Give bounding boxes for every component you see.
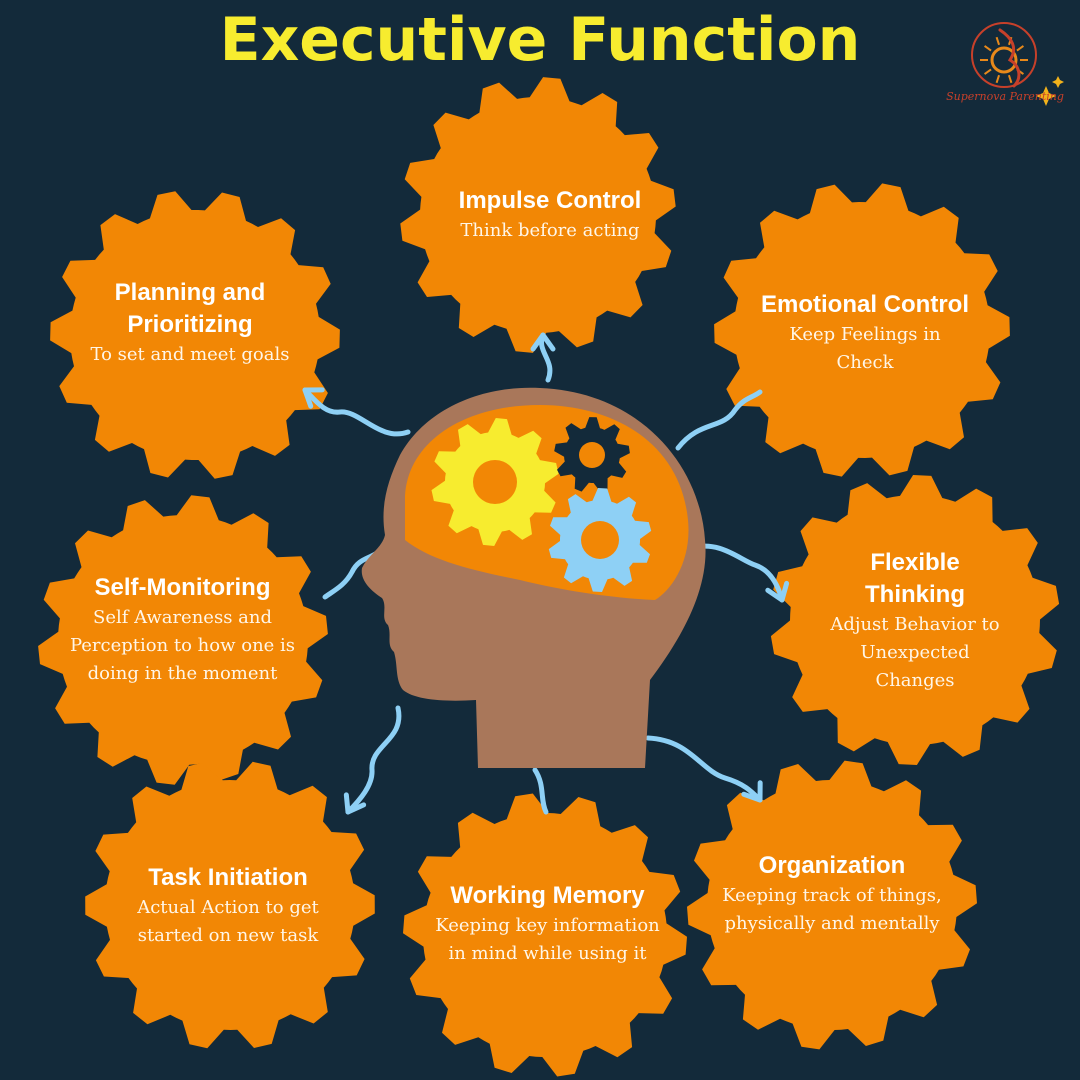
arrowhead [741, 780, 763, 803]
yellow-gear-hole [473, 460, 517, 504]
logo-ray [1016, 45, 1025, 52]
gear-working-memory [403, 793, 687, 1077]
gear-task-initiation [85, 761, 375, 1049]
gear-description: Think before acting [460, 220, 640, 241]
gear-label-working-memory: Working Memory Keeping key information i… [420, 880, 675, 968]
arrow-to-emotional [675, 389, 763, 451]
gear-label-self-monitoring: Self-Monitoring Self Awareness and Perce… [55, 572, 310, 688]
logo-icon [971, 22, 1064, 106]
arrow-to-planning [302, 387, 411, 437]
logo-ray [995, 36, 1001, 46]
arrowhead [530, 332, 556, 352]
arrow-to-impulse-head [530, 332, 556, 352]
gear-label-flexible: Flexible Thinking Adjust Behavior to Une… [830, 547, 999, 695]
page-title: Executive Function [219, 5, 861, 75]
logo-ray [983, 68, 992, 75]
logo-ray [995, 74, 1001, 84]
gear-label-planning: Planning and Prioritizing To set and mee… [65, 277, 315, 369]
gear-title: Flexible Thinking [865, 549, 965, 608]
gear-title: Task Initiation [148, 864, 308, 891]
gear-label-organization: Organization Keeping track of things, ph… [712, 850, 952, 938]
arrowhead [302, 387, 325, 409]
arrow-to-working-memory [532, 767, 549, 815]
sparkle-icon [1036, 86, 1056, 106]
arrow-to-organization-head [741, 780, 763, 803]
gear-impulse [400, 77, 676, 353]
arrow-to-planning-head [302, 387, 325, 409]
arrow-to-task-initiation-head [343, 792, 367, 815]
gear-flexible [770, 475, 1060, 765]
arrow-to-flexible-head [765, 580, 790, 603]
logo-figure [998, 28, 1021, 88]
gear-planning [50, 191, 340, 479]
gear-label-impulse: Impulse Control Think before acting [420, 185, 680, 245]
gear-label-emotional: Emotional Control Keep Feelings in Check [740, 289, 990, 377]
gear-description: Adjust Behavior to Unexpected Changes [830, 614, 1000, 691]
logo-ring [971, 22, 1037, 88]
gear-title: Organization [758, 852, 906, 879]
logo-ray [1007, 74, 1013, 84]
logo-sun [990, 46, 1018, 74]
logo-ray [983, 45, 992, 52]
arrow-to-flexible [689, 543, 785, 603]
gear-description: Actual Action to get started on new task [137, 897, 319, 946]
gear-description: Keeping track of things, physically and … [722, 885, 942, 934]
gear-label-task-initiation: Task Initiation Actual Action to get sta… [118, 862, 338, 950]
blue-gear-hole [581, 521, 619, 559]
arrow-to-organization [645, 735, 763, 803]
gear-organization [687, 760, 977, 1050]
gear-title: Impulse Control [458, 187, 642, 214]
logo-text: Supernova Parenting [946, 90, 1064, 103]
arrow-to-task-initiation [345, 705, 402, 815]
gear-description: Keep Feelings in Check [789, 324, 941, 373]
gear-title: Planning and Prioritizing [114, 279, 266, 338]
sparkle-icon [1052, 76, 1064, 88]
gear-title: Emotional Control [761, 291, 969, 318]
gear-self-monitoring [38, 495, 328, 785]
gear-title: Self-Monitoring [94, 574, 271, 601]
dark-gear-hole [579, 442, 605, 468]
gear-description: Self Awareness and Perception to how one… [69, 607, 296, 684]
arrowhead [765, 580, 790, 603]
gear-title: Working Memory [450, 882, 645, 909]
arrowhead [343, 792, 367, 815]
gear-emotional [714, 183, 1010, 477]
gear-description: To set and meet goals [90, 344, 290, 365]
gear-description: Keeping key information in mind while us… [435, 915, 660, 964]
